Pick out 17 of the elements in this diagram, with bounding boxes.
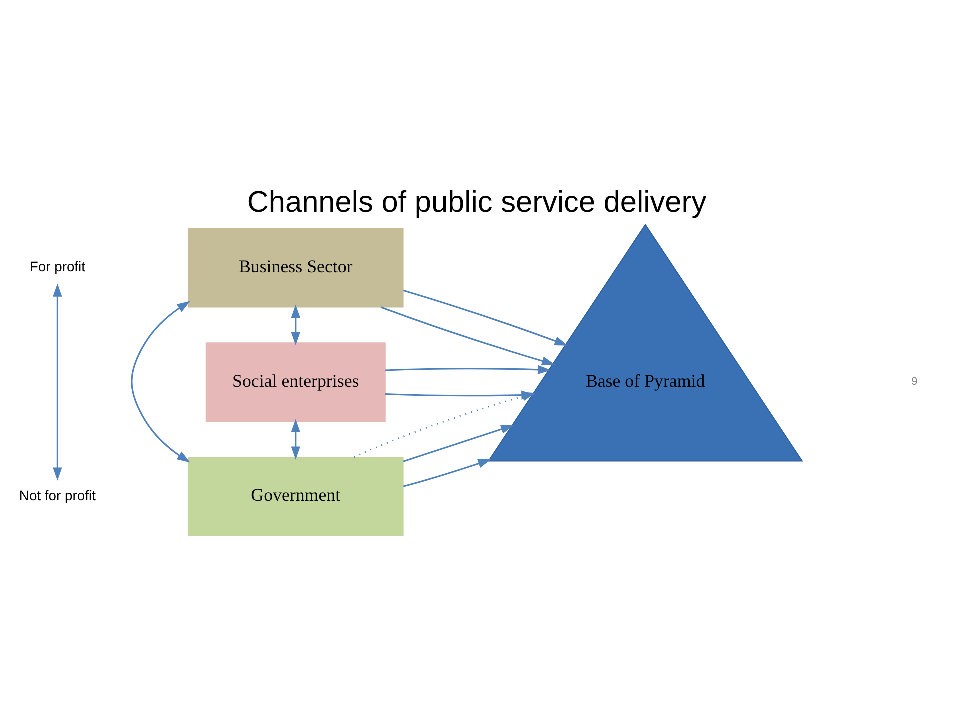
arrow [291,419,300,460]
arrow [53,284,62,481]
arrow [386,365,552,374]
arrow [403,459,492,488]
arrow [380,306,556,366]
label: 9 [912,376,918,388]
node-text: For profit [30,258,86,275]
arrow [403,424,514,462]
diagram-title: Channels of public service delivery [247,186,707,219]
arrow [131,301,190,463]
arrow [354,392,536,458]
arrow [291,304,300,346]
node-text: Not for profit [19,487,96,504]
node-box: Government [188,456,404,537]
node-box: Business Sector [188,228,404,308]
node-box: Social enterprises [206,342,386,422]
arrow [403,290,568,346]
